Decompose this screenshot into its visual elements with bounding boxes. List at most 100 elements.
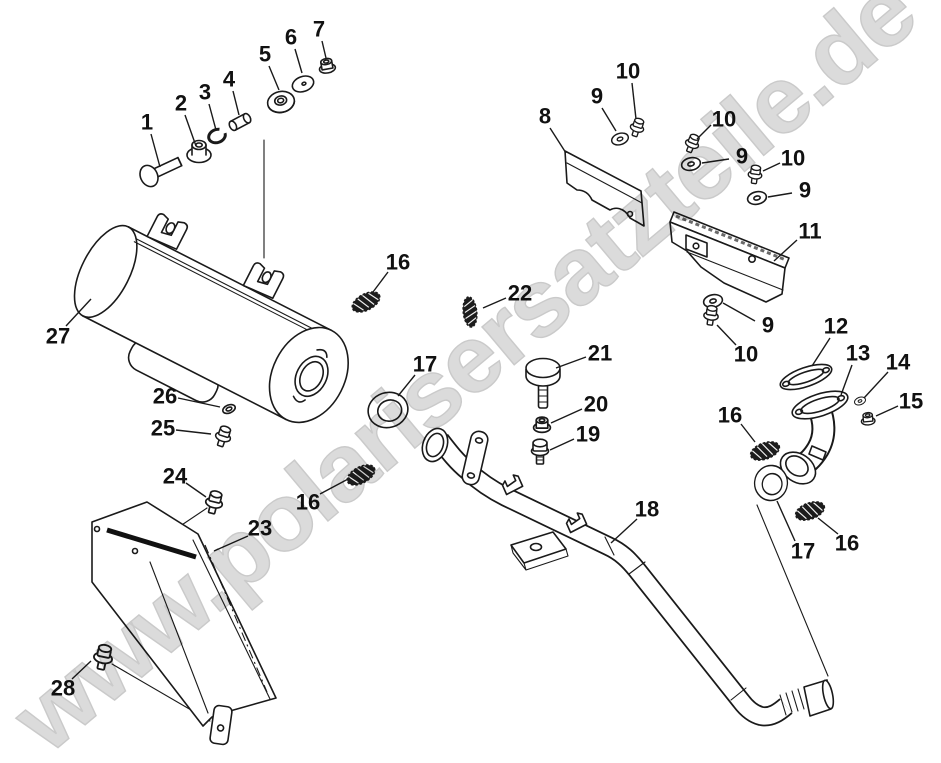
part-label-16: 16 [835,531,859,556]
part-leader-25 [175,429,212,435]
part-label-23: 23 [248,516,272,541]
part-label-11: 11 [798,219,821,244]
pipe-inlet-opening [421,427,449,463]
part-label-6: 6 [285,25,297,50]
part-leader-16 [319,477,351,495]
part-leader-28 [71,660,92,680]
heat-shield-23 [91,501,277,746]
part-label-28: 28 [51,676,75,701]
part-leader-24 [185,482,207,498]
part-leader-16 [740,423,756,443]
part-label-16: 16 [386,250,410,275]
part-label-17: 17 [791,539,815,564]
bolt-19 [530,438,550,465]
spacer-4 [228,112,252,132]
part-label-16: 16 [718,403,742,428]
cap-bolt-21 [525,357,561,409]
heat-shield-8 [564,150,645,227]
part-leader-3 [208,103,217,131]
part-label-22: 22 [508,281,532,306]
part-leader-6 [294,48,303,74]
part-label-9: 9 [762,313,774,338]
gasket-12 [779,363,833,391]
part-label-13: 13 [846,341,870,366]
part-leader-19 [549,438,575,451]
part-leader-2 [184,114,197,147]
part-label-10: 10 [712,107,736,132]
part-label-15: 15 [899,389,923,414]
part-leader-20 [550,408,583,424]
part-leader-22 [482,297,507,309]
muffler-end-cap [268,326,349,424]
part-leader-16 [372,271,389,293]
part-leader-9 [601,107,617,132]
part-leader-7 [321,40,327,59]
part-leader-17 [397,374,416,397]
part-leader-23 [213,535,249,552]
part-label-2: 2 [175,91,187,116]
part-label-16: 16 [296,490,320,515]
part-leader-10 [762,162,781,172]
part-label-25: 25 [151,416,175,441]
part-leader-17 [776,500,796,542]
carriage-bolt-1 [139,156,183,188]
elbow-pipe-13 [779,390,849,485]
part-leader-10 [696,124,712,140]
part-label-9: 9 [736,144,748,169]
part-label-3: 3 [199,80,211,105]
part-label-21: 21 [588,341,612,366]
part-label-26: 26 [153,384,177,409]
part-label-12: 12 [824,314,848,339]
bracket-11 [669,211,790,303]
pipe-inlet-flange [461,430,489,486]
part-leader-9 [767,192,793,198]
part-leader-5 [268,65,280,91]
part-label-5: 5 [259,42,271,67]
part-leader-26 [177,397,221,408]
part-leader-16 [817,517,839,535]
part-leader-13 [840,364,853,396]
part-label-8: 8 [539,104,551,129]
washer-6 [291,75,315,93]
muffler-27 [73,209,349,424]
part-leader-18 [610,518,638,544]
part-label-10: 10 [734,342,758,367]
part-label-10: 10 [781,146,805,171]
part-leader-11 [773,239,798,262]
assembly-line-elbow-to-pipe [756,504,829,677]
part-leader-10 [716,324,737,346]
shield-mount-tab [209,704,233,746]
part-label-17: 17 [413,352,437,377]
part-label-7: 7 [313,17,325,42]
part-leader-21 [555,356,587,369]
part-label-9: 9 [799,178,811,203]
part-label-19: 19 [576,422,600,447]
exhaust-pipe-18 [421,427,835,727]
part-label-10: 10 [616,59,640,84]
washer-5 [266,90,296,114]
part-leader-14 [863,371,889,399]
seal-ring-26 [221,403,237,415]
part-leader-12 [811,337,831,367]
part-label-9: 9 [591,84,603,109]
pipe-mount-bracket [510,531,569,571]
part-label-1: 1 [141,110,153,135]
snap-ring-3 [207,127,227,145]
part-leader-9 [701,158,730,164]
part-label-20: 20 [584,392,608,417]
part-label-14: 14 [886,350,911,375]
part-label-4: 4 [223,67,236,92]
diagram-art [73,56,876,746]
part-leader-10 [631,82,637,120]
part-leader-27 [65,298,92,327]
part-leader-4 [232,90,240,116]
part-label-27: 27 [46,324,70,349]
part-leader-9 [722,302,756,322]
part-leader-1 [150,133,161,168]
part-leader-8 [549,127,567,154]
part-label-18: 18 [635,497,659,522]
flange-nut-20 [532,416,552,434]
part-leader-15 [875,405,899,417]
